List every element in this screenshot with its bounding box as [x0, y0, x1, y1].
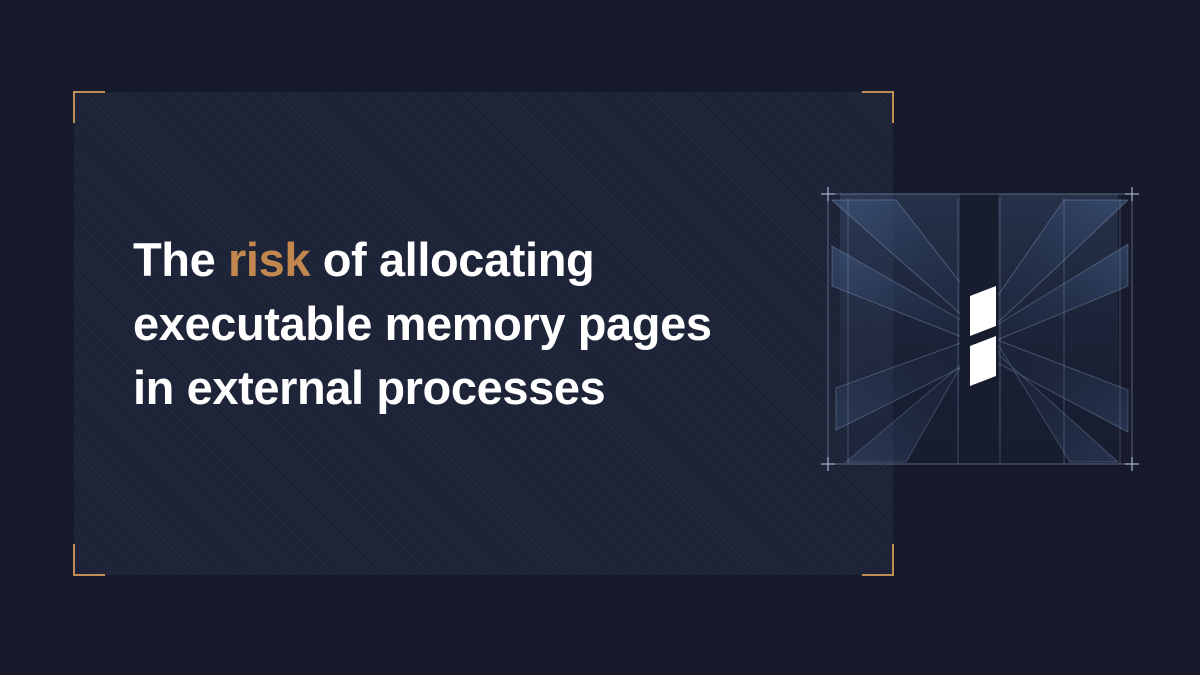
logo-graphic: [821, 187, 1139, 471]
headline-line-2: executable memory pages: [133, 297, 712, 350]
logo-rays-group: [830, 194, 1130, 464]
panel-corner-bottom-left: [73, 544, 105, 576]
headline-line-1-post: of allocating: [310, 233, 595, 286]
content-panel: [73, 91, 894, 576]
headline-highlight-risk: risk: [228, 233, 311, 286]
page-title: The risk of allocating executable memory…: [133, 228, 793, 420]
panel-corner-bottom-right: [862, 544, 894, 576]
panel-corner-top-right: [862, 91, 894, 123]
logo-blueprint-block: [810, 176, 1150, 486]
headline-line-1: The risk of allocating: [133, 228, 793, 292]
logo-corner-marker-bottom-left: [821, 457, 835, 471]
logo-mark: [970, 286, 996, 386]
panel-corner-top-left: [73, 91, 105, 123]
headline-line-3: in external processes: [133, 361, 606, 414]
logo-corner-marker-top-left: [821, 187, 835, 201]
logo-corner-marker-bottom-right: [1125, 457, 1139, 471]
logo-mark-upper-parallelogram: [970, 286, 996, 336]
logo-mark-lower-parallelogram: [970, 336, 996, 386]
logo-corner-marker-top-right: [1125, 187, 1139, 201]
headline-line-1-pre: The: [133, 233, 229, 286]
